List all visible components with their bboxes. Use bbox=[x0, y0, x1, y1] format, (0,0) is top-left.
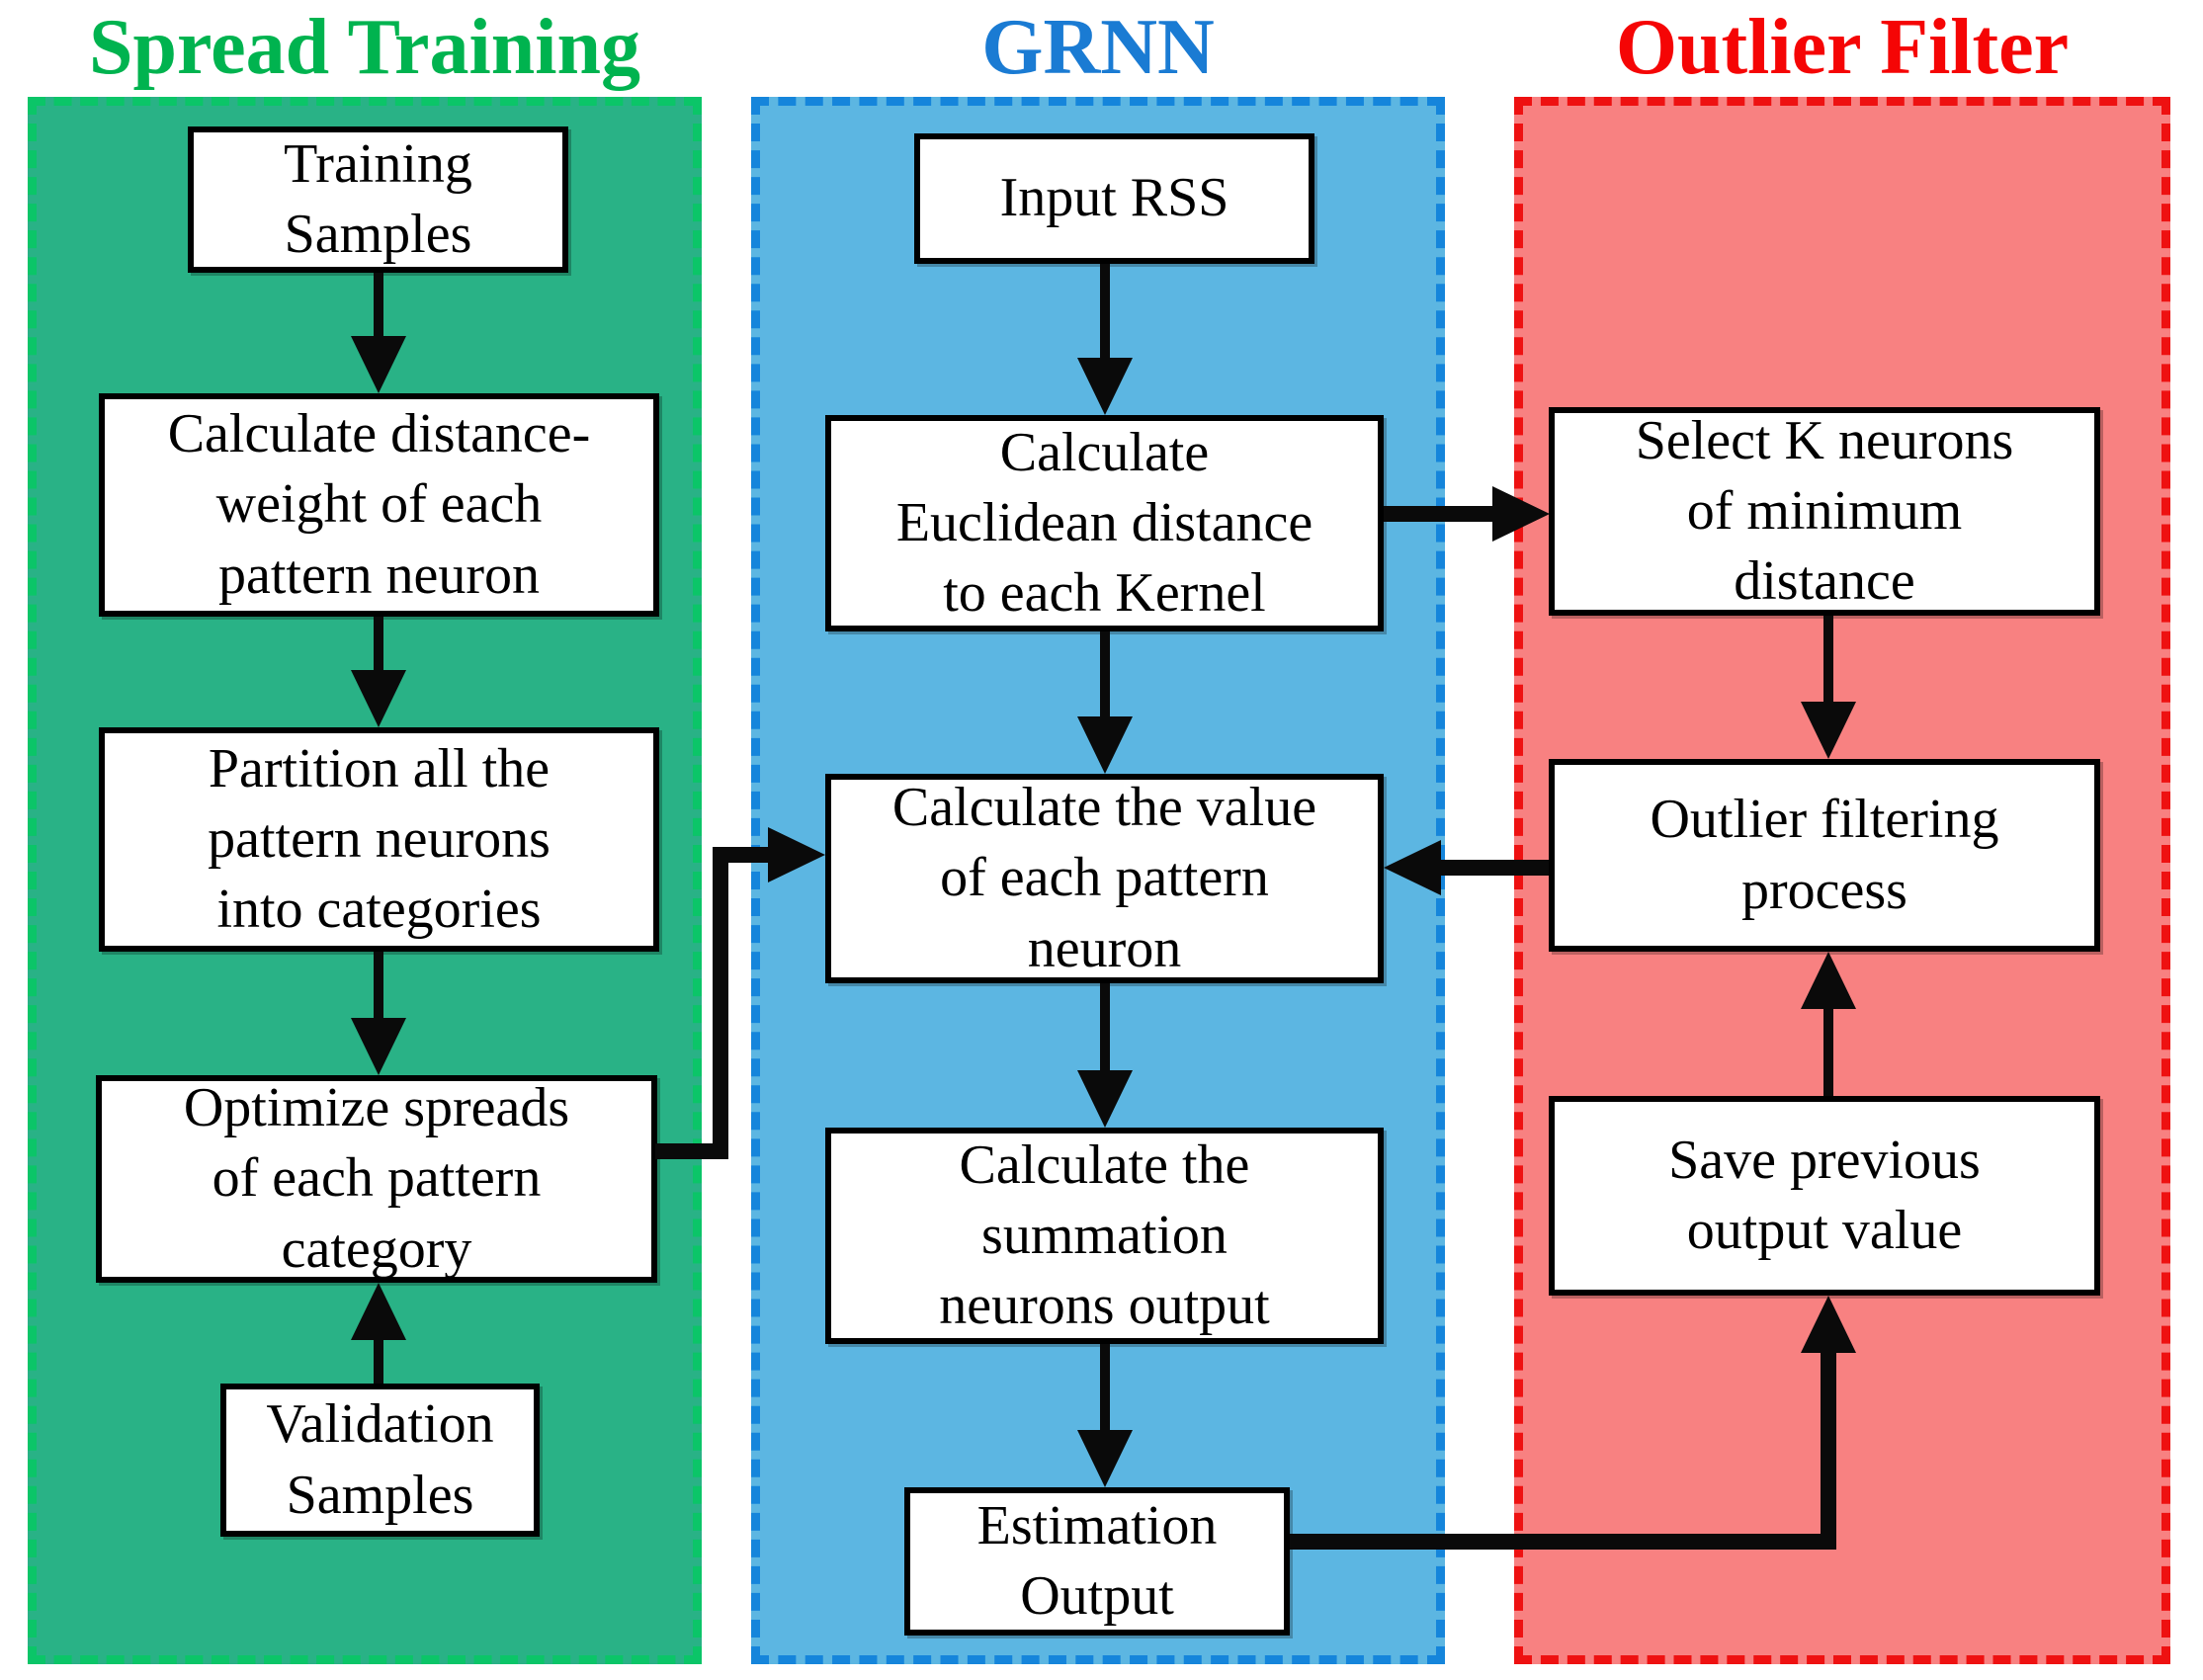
arrow-shaft bbox=[1100, 631, 1110, 720]
arrow-head-right-icon bbox=[1492, 486, 1550, 542]
arrow-head-down-icon bbox=[1077, 1430, 1133, 1487]
arrow-head-up-icon bbox=[351, 1283, 406, 1340]
arrow-shaft bbox=[1100, 983, 1110, 1074]
arrow-head-down-icon bbox=[1801, 702, 1856, 759]
arrow-head-left-icon bbox=[1384, 840, 1441, 895]
arrow-head-down-icon bbox=[1077, 1070, 1133, 1128]
arrow-shaft bbox=[374, 952, 383, 1023]
box-estimation-output: Estimation Output bbox=[904, 1487, 1290, 1636]
arrow-shaft bbox=[1823, 616, 1833, 706]
arrow-head-right-icon bbox=[768, 827, 825, 882]
connector-line-vertical bbox=[713, 847, 728, 1159]
arrow-shaft bbox=[374, 617, 383, 676]
box-outlier-filtering: Outlier filtering process bbox=[1549, 759, 2100, 952]
arrow-head-down-icon bbox=[351, 1018, 406, 1075]
arrow-shaft bbox=[374, 273, 383, 342]
box-select-k-neurons: Select K neurons of minimum distance bbox=[1549, 407, 2100, 616]
box-input-rss: Input RSS bbox=[914, 133, 1314, 264]
connector-line-horizontal bbox=[720, 847, 772, 863]
connector-line bbox=[1384, 506, 1498, 522]
connector-line-vertical bbox=[1821, 1349, 1836, 1550]
arrow-head-down-icon bbox=[1077, 358, 1133, 415]
arrow-head-down-icon bbox=[351, 336, 406, 393]
arrow-shaft bbox=[374, 1336, 383, 1384]
box-optimize-spreads: Optimize spreads of each pattern categor… bbox=[96, 1075, 657, 1283]
grnn-header: GRNN bbox=[981, 4, 1215, 91]
box-calc-distance-weight: Calculate distance- weight of each patte… bbox=[99, 393, 659, 617]
box-partition-neurons: Partition all the pattern neurons into c… bbox=[99, 727, 659, 952]
box-training-samples: Training Samples bbox=[188, 126, 568, 273]
outlier-filter-header: Outlier Filter bbox=[1615, 4, 2070, 91]
box-calc-pattern-value: Calculate the value of each pattern neur… bbox=[825, 774, 1384, 983]
arrow-head-down-icon bbox=[351, 670, 406, 727]
connector-line-horizontal bbox=[1290, 1534, 1836, 1550]
arrow-head-up-icon bbox=[1801, 952, 1856, 1009]
box-save-previous: Save previous output value bbox=[1549, 1096, 2100, 1296]
arrow-shaft bbox=[1823, 1005, 1833, 1096]
arrow-head-down-icon bbox=[1077, 716, 1133, 774]
arrow-head-up-icon bbox=[1801, 1296, 1856, 1353]
box-calc-euclidean: Calculate Euclidean distance to each Ker… bbox=[825, 415, 1384, 631]
arrow-shaft bbox=[1100, 1344, 1110, 1434]
arrow-shaft bbox=[1100, 264, 1110, 362]
connector-line bbox=[1438, 860, 1549, 876]
box-calc-summation: Calculate the summation neurons output bbox=[825, 1128, 1384, 1344]
spread-training-header: Spread Training bbox=[89, 4, 640, 91]
connector-line-horizontal bbox=[655, 1143, 728, 1159]
box-validation-samples: Validation Samples bbox=[220, 1384, 540, 1537]
